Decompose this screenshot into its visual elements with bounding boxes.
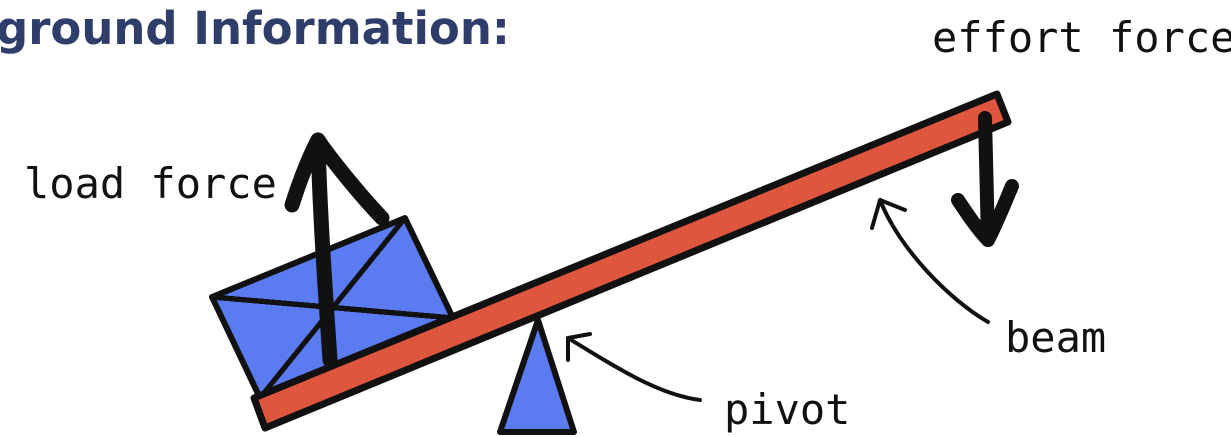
- effort-force-arrow: [951, 111, 1019, 247]
- effort-force-label: effort force: [932, 13, 1231, 62]
- pivot-label: pivot: [724, 385, 850, 434]
- section-heading: ground Information:: [0, 2, 510, 55]
- pivot-triangle: [497, 317, 577, 435]
- beam-pointer-line: [878, 198, 990, 324]
- beam-label: beam: [1005, 313, 1106, 362]
- beam-bar: [250, 90, 1012, 432]
- load-force-arrow: [284, 132, 390, 368]
- pivot-pointer-line: [566, 336, 702, 402]
- load-force-label: load force: [24, 159, 277, 208]
